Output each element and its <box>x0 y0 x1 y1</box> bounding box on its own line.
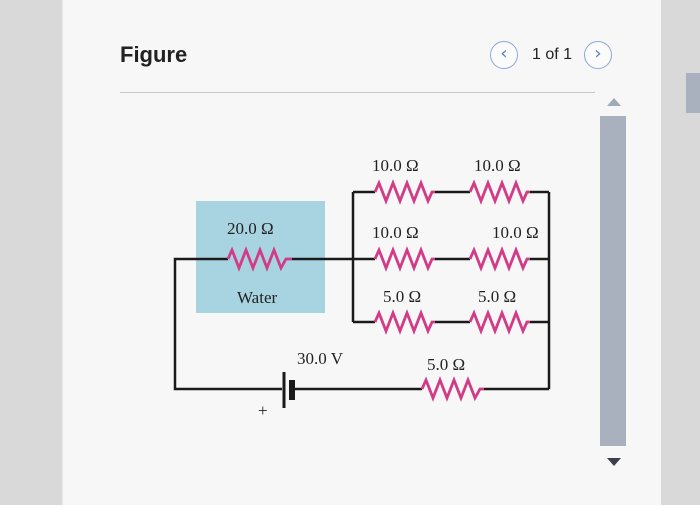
label-water-resistor: 20.0 Ω <box>227 219 274 238</box>
label-bottom-right: 5.0 Ω <box>478 287 516 306</box>
scroll-up-arrow-icon[interactable] <box>607 98 621 106</box>
chevron-left-icon: ‹ <box>500 43 508 64</box>
circuit-wires <box>173 190 551 391</box>
figure-title: Figure <box>120 42 188 67</box>
resistor-bottom-left <box>373 309 435 335</box>
resistor-bottom-right <box>468 309 530 335</box>
label-battery-voltage: 30.0 V <box>297 349 344 368</box>
scroll-thumb[interactable] <box>600 116 626 446</box>
water-box <box>196 201 325 313</box>
resistor-series <box>420 376 484 402</box>
resistor-top-left <box>373 179 435 205</box>
label-series-resistor: 5.0 Ω <box>427 355 465 374</box>
resistor-middle-right <box>468 246 530 272</box>
label-top-right: 10.0 Ω <box>474 156 521 175</box>
chevron-right-icon: › <box>594 43 602 64</box>
previous-button[interactable]: ‹ <box>490 41 518 69</box>
side-tab[interactable] <box>686 73 700 113</box>
wire-left-loop <box>173 257 282 391</box>
figure-panel <box>62 0 661 505</box>
header-divider <box>120 92 595 93</box>
label-middle-left: 10.0 Ω <box>372 223 419 242</box>
pager: ‹ 1 of 1 › <box>490 40 613 70</box>
resistor-middle-left <box>373 246 435 272</box>
label-middle-right: 10.0 Ω <box>492 223 539 242</box>
vertical-scrollbar[interactable] <box>600 98 628 466</box>
resistor-top-right <box>468 179 530 205</box>
label-battery-polarity: + <box>258 401 268 420</box>
label-bottom-left: 5.0 Ω <box>383 287 421 306</box>
next-button[interactable]: › <box>584 41 613 69</box>
label-top-left: 10.0 Ω <box>372 156 419 175</box>
battery-icon <box>282 372 295 408</box>
pager-text: 1 of 1 <box>532 46 573 63</box>
scroll-down-arrow-icon[interactable] <box>607 458 621 466</box>
resistor-water <box>226 246 292 272</box>
label-water: Water <box>237 288 277 307</box>
